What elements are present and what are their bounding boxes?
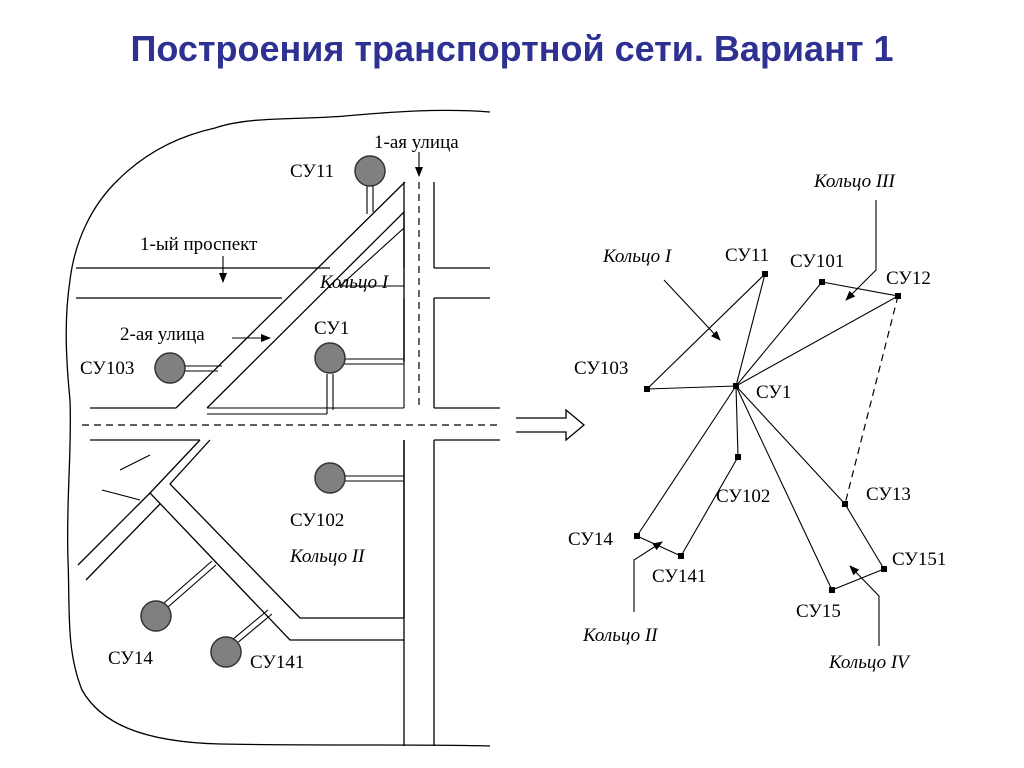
- map-label-su103: СУ103: [80, 358, 134, 379]
- net-label-su12: СУ12: [886, 268, 931, 289]
- net-node-su14: [634, 533, 640, 539]
- net-label-su102: СУ102: [716, 486, 770, 507]
- net-node-su11: [762, 271, 768, 277]
- label-first-avenue: 1-ый проспект: [140, 234, 258, 255]
- map-label-su1: СУ1: [314, 318, 349, 339]
- network-nodes: [634, 271, 901, 593]
- network-graph: СУ11 СУ101 СУ12 СУ103 СУ1 СУ102 СУ13 СУ1…: [568, 171, 946, 673]
- map-label-su141: СУ141: [250, 652, 304, 673]
- net-label-su101: СУ101: [790, 251, 844, 272]
- net-label-ring-3: Кольцо III: [813, 171, 896, 192]
- net-node-su141: [678, 553, 684, 559]
- dashed-road: [82, 407, 500, 441]
- map-label-su102: СУ102: [290, 510, 344, 531]
- map-node-su141: СУ141: [210, 609, 304, 673]
- net-label-ring-2: Кольцо II: [582, 625, 659, 646]
- label-ring-2-map: Кольцо II: [289, 546, 366, 567]
- label-first-street: 1-ая улица: [374, 132, 459, 153]
- map-node-su14: СУ14: [108, 560, 217, 669]
- page-title: Построения транспортной сети. Вариант 1: [130, 28, 894, 69]
- net-label-su151: СУ151: [892, 549, 946, 570]
- net-label-su11: СУ11: [725, 245, 769, 266]
- net-label-ring-4: Кольцо IV: [828, 652, 911, 673]
- ring-1-roads: [175, 181, 406, 409]
- net-label-su103: СУ103: [574, 358, 628, 379]
- net-node-su103: [644, 386, 650, 392]
- map-node-su1: СУ1: [207, 318, 404, 415]
- map-label-su14: СУ14: [108, 648, 153, 669]
- net-node-su151: [881, 566, 887, 572]
- net-node-su12: [895, 293, 901, 299]
- street-1: [403, 182, 435, 410]
- map-label-su11: СУ11: [290, 161, 334, 182]
- net-label-su13: СУ13: [866, 484, 911, 505]
- network-edges: [636, 273, 899, 591]
- net-node-su1: [733, 383, 739, 389]
- net-label-su15: СУ15: [796, 601, 841, 622]
- transform-arrow: [516, 408, 586, 442]
- map-node-su103: СУ103: [80, 352, 222, 384]
- avenue-1: [76, 267, 490, 299]
- net-label-su1: СУ1: [756, 382, 791, 403]
- net-label-su141: СУ141: [652, 566, 706, 587]
- map-node-su11: СУ11: [290, 155, 386, 214]
- net-node-su101: [819, 279, 825, 285]
- net-label-ring-1: Кольцо I: [602, 246, 673, 267]
- map-node-su102: СУ102: [290, 462, 404, 531]
- map-boundary: [65, 109, 491, 747]
- label-second-street: 2-ая улица: [120, 324, 205, 345]
- net-node-su15: [829, 587, 835, 593]
- ring-2-roads: [77, 439, 435, 746]
- net-node-su13: [842, 501, 848, 507]
- net-node-su102: [735, 454, 741, 460]
- city-map: 1-ая улица 1-ый проспект 2-ая улица Коль…: [65, 109, 500, 747]
- label-ring-1-map: Кольцо I: [319, 272, 390, 293]
- net-label-su14: СУ14: [568, 529, 613, 550]
